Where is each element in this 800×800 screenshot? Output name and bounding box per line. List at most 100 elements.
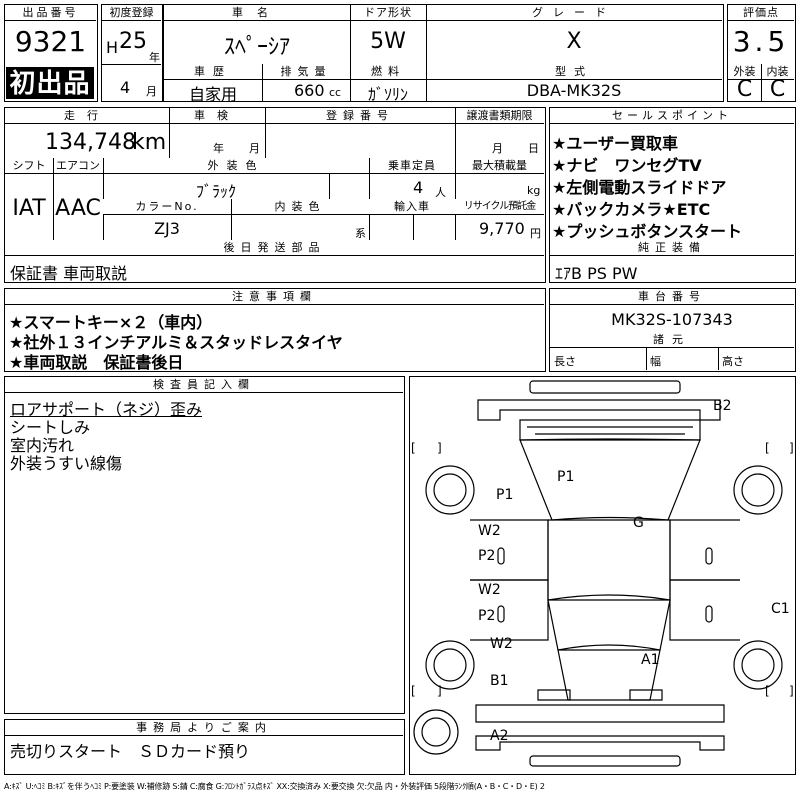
width-label: 幅 (650, 355, 661, 368)
damage-mark: B2 (713, 398, 732, 414)
ac-type: AAC (55, 196, 101, 221)
damage-mark: P2 (478, 608, 495, 624)
door-label: ドア形状 (350, 5, 426, 21)
model-code-label: 型式 (426, 64, 722, 80)
svg-text:]: ] (789, 684, 794, 698)
exterior-color: ﾌﾞﾗｯｸ (195, 182, 236, 201)
sales-point-item: ★ユーザー買取車 (552, 134, 679, 153)
sales-points-box: セールスポイント ★ユーザー買取車 ★ナビ ワンセグTV ★左側電動スライドドア… (549, 107, 796, 283)
height-label: 高さ (722, 355, 744, 368)
car-history: 自家用 (188, 85, 237, 104)
svg-text:]: ] (437, 441, 442, 455)
note-item: ★スマートキー×２（車内） (9, 313, 213, 332)
inspection-label: 車検 (169, 108, 265, 124)
recycle-unit: 円 (530, 227, 541, 240)
capacity-value: 4 (413, 178, 424, 197)
damage-mark: C1 (771, 601, 790, 617)
damage-mark: W2 (490, 636, 513, 652)
inspector-box: 検査員記入欄 ロアサポート（ネジ）歪み シートしみ 室内汚れ 外装うすい線傷 (4, 376, 405, 714)
displacement-label: 排気量 (262, 64, 350, 80)
year-unit: 年 (149, 51, 160, 64)
car-info-box: 車名 ドア形状 グレード ｽﾍﾟｰｼｱ 5W X 車歴 排気量 燃料 型式 自家… (163, 4, 724, 104)
month-unit: 月 (146, 85, 157, 98)
history-label: 車歴 (164, 64, 262, 80)
vehicle-details-box: 走行 車検 登録番号 譲渡書類期限 134,748 km 年 月 月 日 シフト… (4, 107, 546, 283)
registration-year: 25 (119, 29, 147, 54)
later-parts-text: 保証書 車両取説 (10, 264, 128, 283)
mileage-label: 走行 (5, 108, 169, 124)
score-box: 評価点 3.5 外装 内装 C C (727, 4, 796, 102)
exterior-grade: C (736, 77, 753, 102)
damage-mark: A2 (490, 728, 508, 744)
equipment-text: ｴｱB PS PW (555, 264, 638, 283)
exterior-label: 外装 (728, 64, 761, 80)
door-type: 5W (370, 29, 406, 54)
svg-text:[: [ (765, 441, 770, 455)
equipment-label: 純正装備 (550, 240, 794, 256)
office-box: 事務局よりご案内 売切りスタート ＳＤカード預り (4, 719, 405, 775)
reg-number-label: 登録番号 (265, 108, 455, 124)
ext-color-label: 外装色 (103, 158, 369, 174)
int-color-unit: 系 (355, 227, 366, 240)
displacement-unit: cc (329, 86, 342, 99)
specs-label: 諸元 (550, 332, 794, 348)
svg-text:]: ] (437, 684, 442, 698)
grade-label: グレード (426, 5, 722, 21)
sales-point-item: ★プッシュボタンスタート (552, 222, 743, 241)
interior-grade: C (769, 77, 786, 102)
inspector-line: 室内汚れ (10, 436, 75, 455)
shift-type: IAT (12, 196, 46, 221)
sales-point-item: ★バックカメラ★ETC (552, 200, 711, 219)
listing-number-label: 出品番号 (5, 5, 96, 21)
notes-box: 注意事項欄 ★スマートキー×２（車内） ★社外１３インチアルミ＆スタッドレスタイ… (4, 288, 546, 372)
damage-mark: A1 (641, 652, 659, 668)
footer-legend: A:ｷｽﾞ U:ﾍｺﾐ B:ｷｽﾞを伴うﾍｺﾐ P:要塗装 W:補修跡 S:錆 … (4, 782, 545, 791)
transfer-deadline-label: 譲渡書類期限 (455, 108, 544, 124)
transfer-day-unit: 日 (528, 142, 539, 155)
svg-text:[: [ (411, 441, 416, 455)
overall-score: 3.5 (732, 25, 790, 58)
color-no-label: カラーNo. (103, 199, 231, 215)
color-number: ZJ3 (154, 219, 180, 238)
chassis-label: 車台番号 (550, 289, 794, 305)
import-label: 輸入車 (369, 199, 455, 215)
damage-mark: P1 (557, 469, 574, 485)
capacity-unit: 人 (435, 186, 446, 199)
displacement: 660 (294, 81, 325, 100)
notes-label: 注意事項欄 (5, 289, 544, 305)
svg-text:[: [ (411, 684, 416, 698)
sales-points-label: セールスポイント (550, 108, 794, 124)
later-parts-label: 後日発送部品 (5, 240, 544, 256)
era: H (106, 38, 119, 57)
fuel-label: 燃料 (350, 64, 426, 80)
max-load-unit: kg (527, 184, 541, 197)
recycle-fee: 9,770 (479, 219, 525, 238)
shift-label: シフト (5, 158, 53, 174)
first-registration-box: 初度登録 H 25 年 4 月 (101, 4, 163, 102)
capacity-label: 乗車定員 (369, 158, 455, 174)
note-item: ★社外１３インチアルミ＆スタッドレスタイヤ (9, 333, 343, 352)
inspector-line: 外装うすい線傷 (10, 454, 123, 473)
car-name: ｽﾍﾟｰｼｱ (223, 35, 290, 60)
listing-number: 9321 (14, 25, 87, 58)
damage-mark: G (633, 515, 644, 531)
office-label: 事務局よりご案内 (5, 720, 403, 736)
inspection-month-unit: 月 (249, 142, 260, 155)
max-load-label: 最大積載量 (455, 158, 544, 174)
mileage-unit: km (132, 130, 167, 155)
sales-point-item: ★ナビ ワンセグTV (552, 156, 702, 175)
ac-label: エアコン (53, 158, 103, 174)
mileage-value: 134,748 (45, 130, 136, 155)
first-registration-label: 初度登録 (102, 5, 161, 21)
svg-text:[: [ (765, 684, 770, 698)
car-diagram-box (409, 376, 796, 775)
office-text: 売切りスタート ＳＤカード預り (10, 742, 251, 761)
damage-mark: W2 (478, 582, 501, 598)
int-color-label: 内装色 (231, 199, 369, 215)
inspector-line: ロアサポート（ネジ）歪み (10, 400, 203, 419)
model-code: DBA-MK32S (526, 81, 622, 100)
recycle-label: リサイクル預託金 (455, 199, 544, 215)
damage-mark: P2 (478, 548, 495, 564)
damage-mark: W2 (478, 523, 501, 539)
